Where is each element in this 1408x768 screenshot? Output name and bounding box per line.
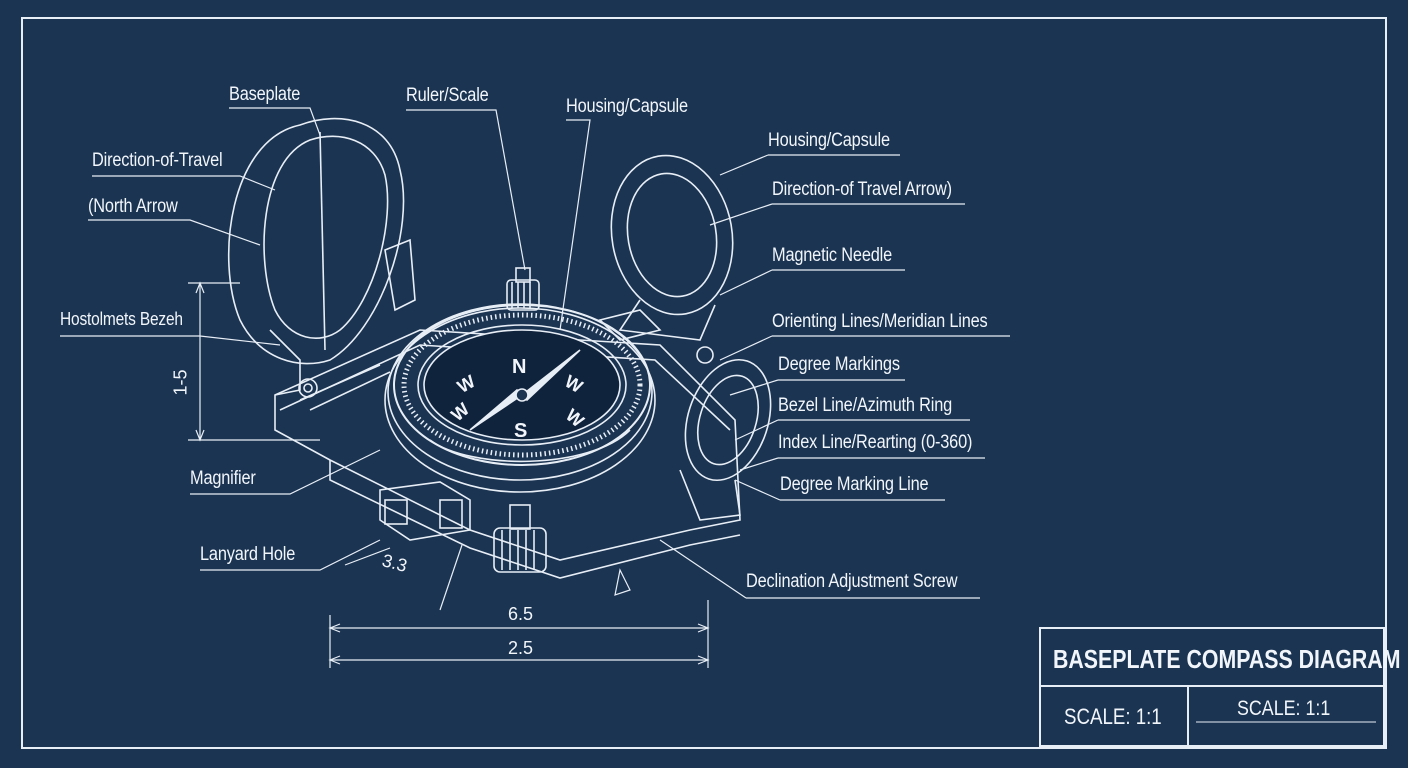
title-block-scale-right: SCALE: 1:1 xyxy=(1237,697,1331,720)
label-degree-marking-line: Degree Marking Line xyxy=(780,474,929,495)
label-degree-markings: Degree Markings xyxy=(778,354,900,375)
label-baseplate: Baseplate xyxy=(229,84,301,105)
label-magnetic-needle: Magnetic Needle xyxy=(772,245,893,266)
label-ruler-scale: Ruler/Scale xyxy=(406,85,489,106)
mirror-lid-left xyxy=(227,117,416,398)
mirror-lid-right xyxy=(598,154,772,521)
label-lanyard-hole: Lanyard Hole xyxy=(200,544,296,565)
label-direction-of-travel: Direction-of-Travel xyxy=(92,150,223,171)
title-block-title: BASEPLATE COMPASS DIAGRAM xyxy=(1053,644,1401,674)
bottom-knob xyxy=(493,504,547,573)
dial-s: S xyxy=(514,420,528,442)
label-north-arrow: (North Arrow xyxy=(88,196,178,217)
dimension-width-top: 6.5 xyxy=(508,604,534,624)
label-index-line: Index Line/Rearting (0-360) xyxy=(778,432,973,453)
label-bezel-left: Hostolmets Bezeh xyxy=(60,309,183,329)
dimension-width-bottom: 2.5 xyxy=(508,638,534,658)
label-direction-of-travel-arrow: Direction-of Travel Arrow) xyxy=(772,179,952,200)
dimension-lines xyxy=(188,281,710,668)
label-declination-screw: Declination Adjustment Screw xyxy=(746,571,958,592)
leader-lines xyxy=(60,107,1010,599)
dimension-height: 1-5 xyxy=(170,369,191,396)
dial-n: N xyxy=(512,356,527,378)
compass-housing xyxy=(384,303,656,493)
label-bezel-line: Bezel Line/Azimuth Ring xyxy=(778,395,953,416)
title-block-lines xyxy=(1039,627,1385,747)
lanyard-block xyxy=(379,481,471,541)
sheet-border xyxy=(21,17,1387,749)
title-block-scale-left: SCALE: 1:1 xyxy=(1064,704,1162,729)
label-magnifier: Magnifier xyxy=(190,468,256,489)
label-orienting-lines: Orienting Lines/Meridian Lines xyxy=(772,311,988,332)
label-housing-capsule-right: Housing/Capsule xyxy=(768,130,890,151)
label-housing-capsule-top: Housing/Capsule xyxy=(566,96,688,117)
